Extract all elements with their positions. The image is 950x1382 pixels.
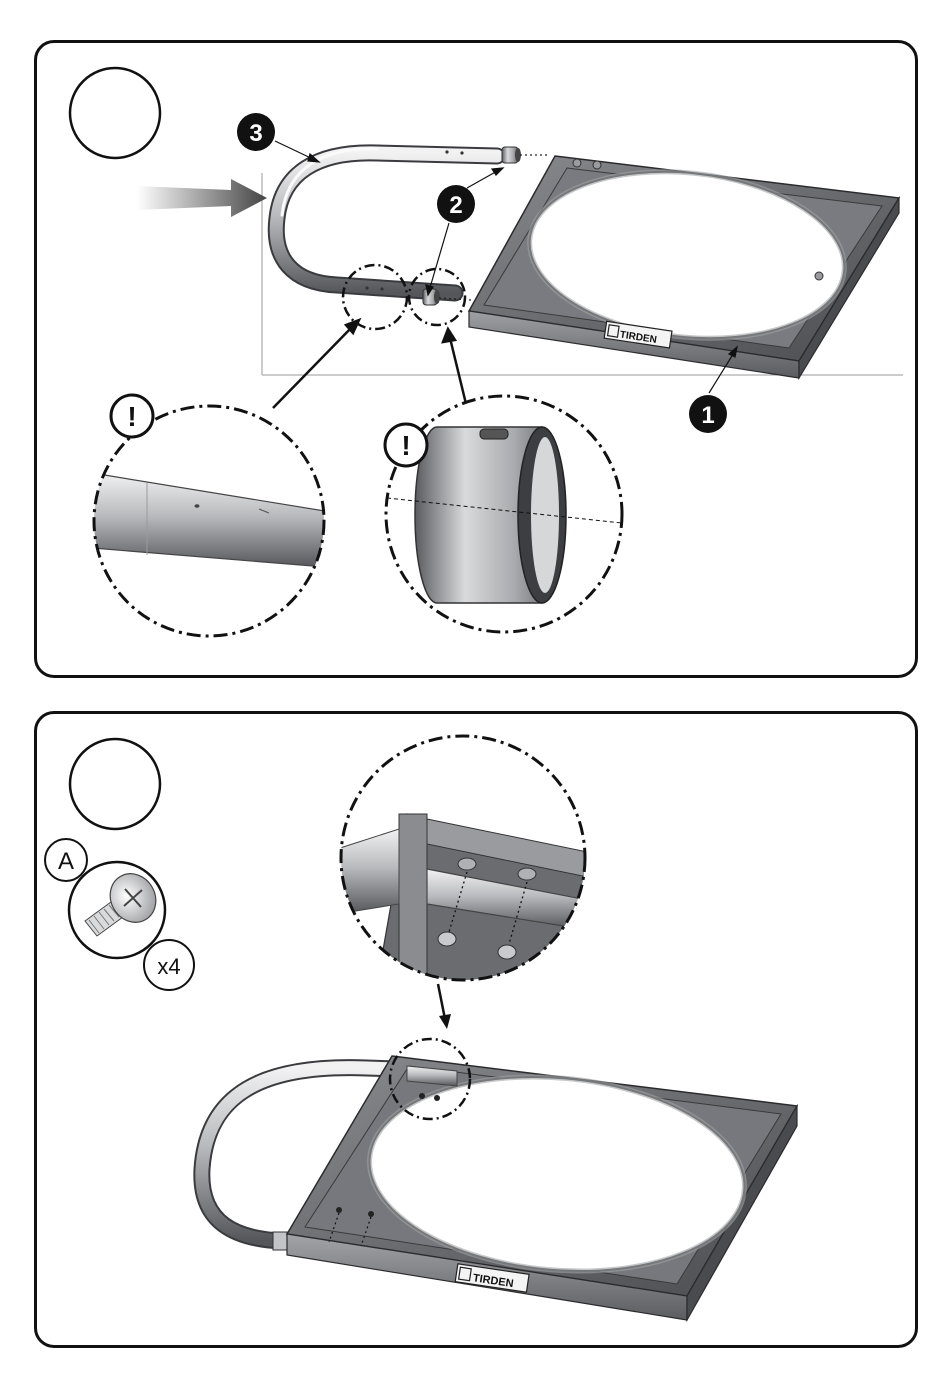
step-number-circle bbox=[70, 739, 160, 829]
callout-3-number: 3 bbox=[249, 120, 262, 147]
callout-2: 2 bbox=[437, 185, 475, 223]
base-frame: TIRDEN bbox=[469, 156, 899, 378]
step-panel-1: TIRDEN 3 2 1 bbox=[34, 40, 918, 678]
bushing-top bbox=[502, 147, 521, 163]
step-panel-2: A x4 bbox=[34, 711, 918, 1348]
bushing-bottom bbox=[423, 289, 440, 305]
base-frame: TIRDEN bbox=[287, 1056, 797, 1320]
magnified-tube-end-detail bbox=[87, 403, 337, 643]
callout-2-number: 2 bbox=[449, 192, 462, 219]
attention-icon: ! bbox=[111, 395, 153, 437]
step-2-illustration: A x4 bbox=[37, 714, 918, 1348]
callout-1: 1 bbox=[689, 395, 727, 433]
part-label: A bbox=[58, 848, 74, 875]
svg-text:!: ! bbox=[127, 401, 136, 432]
attention-icon: ! bbox=[385, 424, 427, 466]
step-number-circle bbox=[70, 68, 160, 158]
insertion-arrow-icon bbox=[137, 179, 267, 217]
part-quantity: x4 bbox=[157, 954, 180, 979]
step-1-illustration: TIRDEN 3 2 1 bbox=[37, 43, 918, 678]
callout-3: 3 bbox=[237, 113, 275, 151]
magnified-mount-detail bbox=[337, 734, 597, 984]
svg-text:!: ! bbox=[401, 430, 410, 461]
hardware-callout: A x4 bbox=[45, 839, 194, 990]
callout-1-number: 1 bbox=[701, 402, 714, 429]
detail-leader-arrows bbox=[273, 320, 467, 408]
detail-leader-arrow bbox=[438, 984, 451, 1029]
